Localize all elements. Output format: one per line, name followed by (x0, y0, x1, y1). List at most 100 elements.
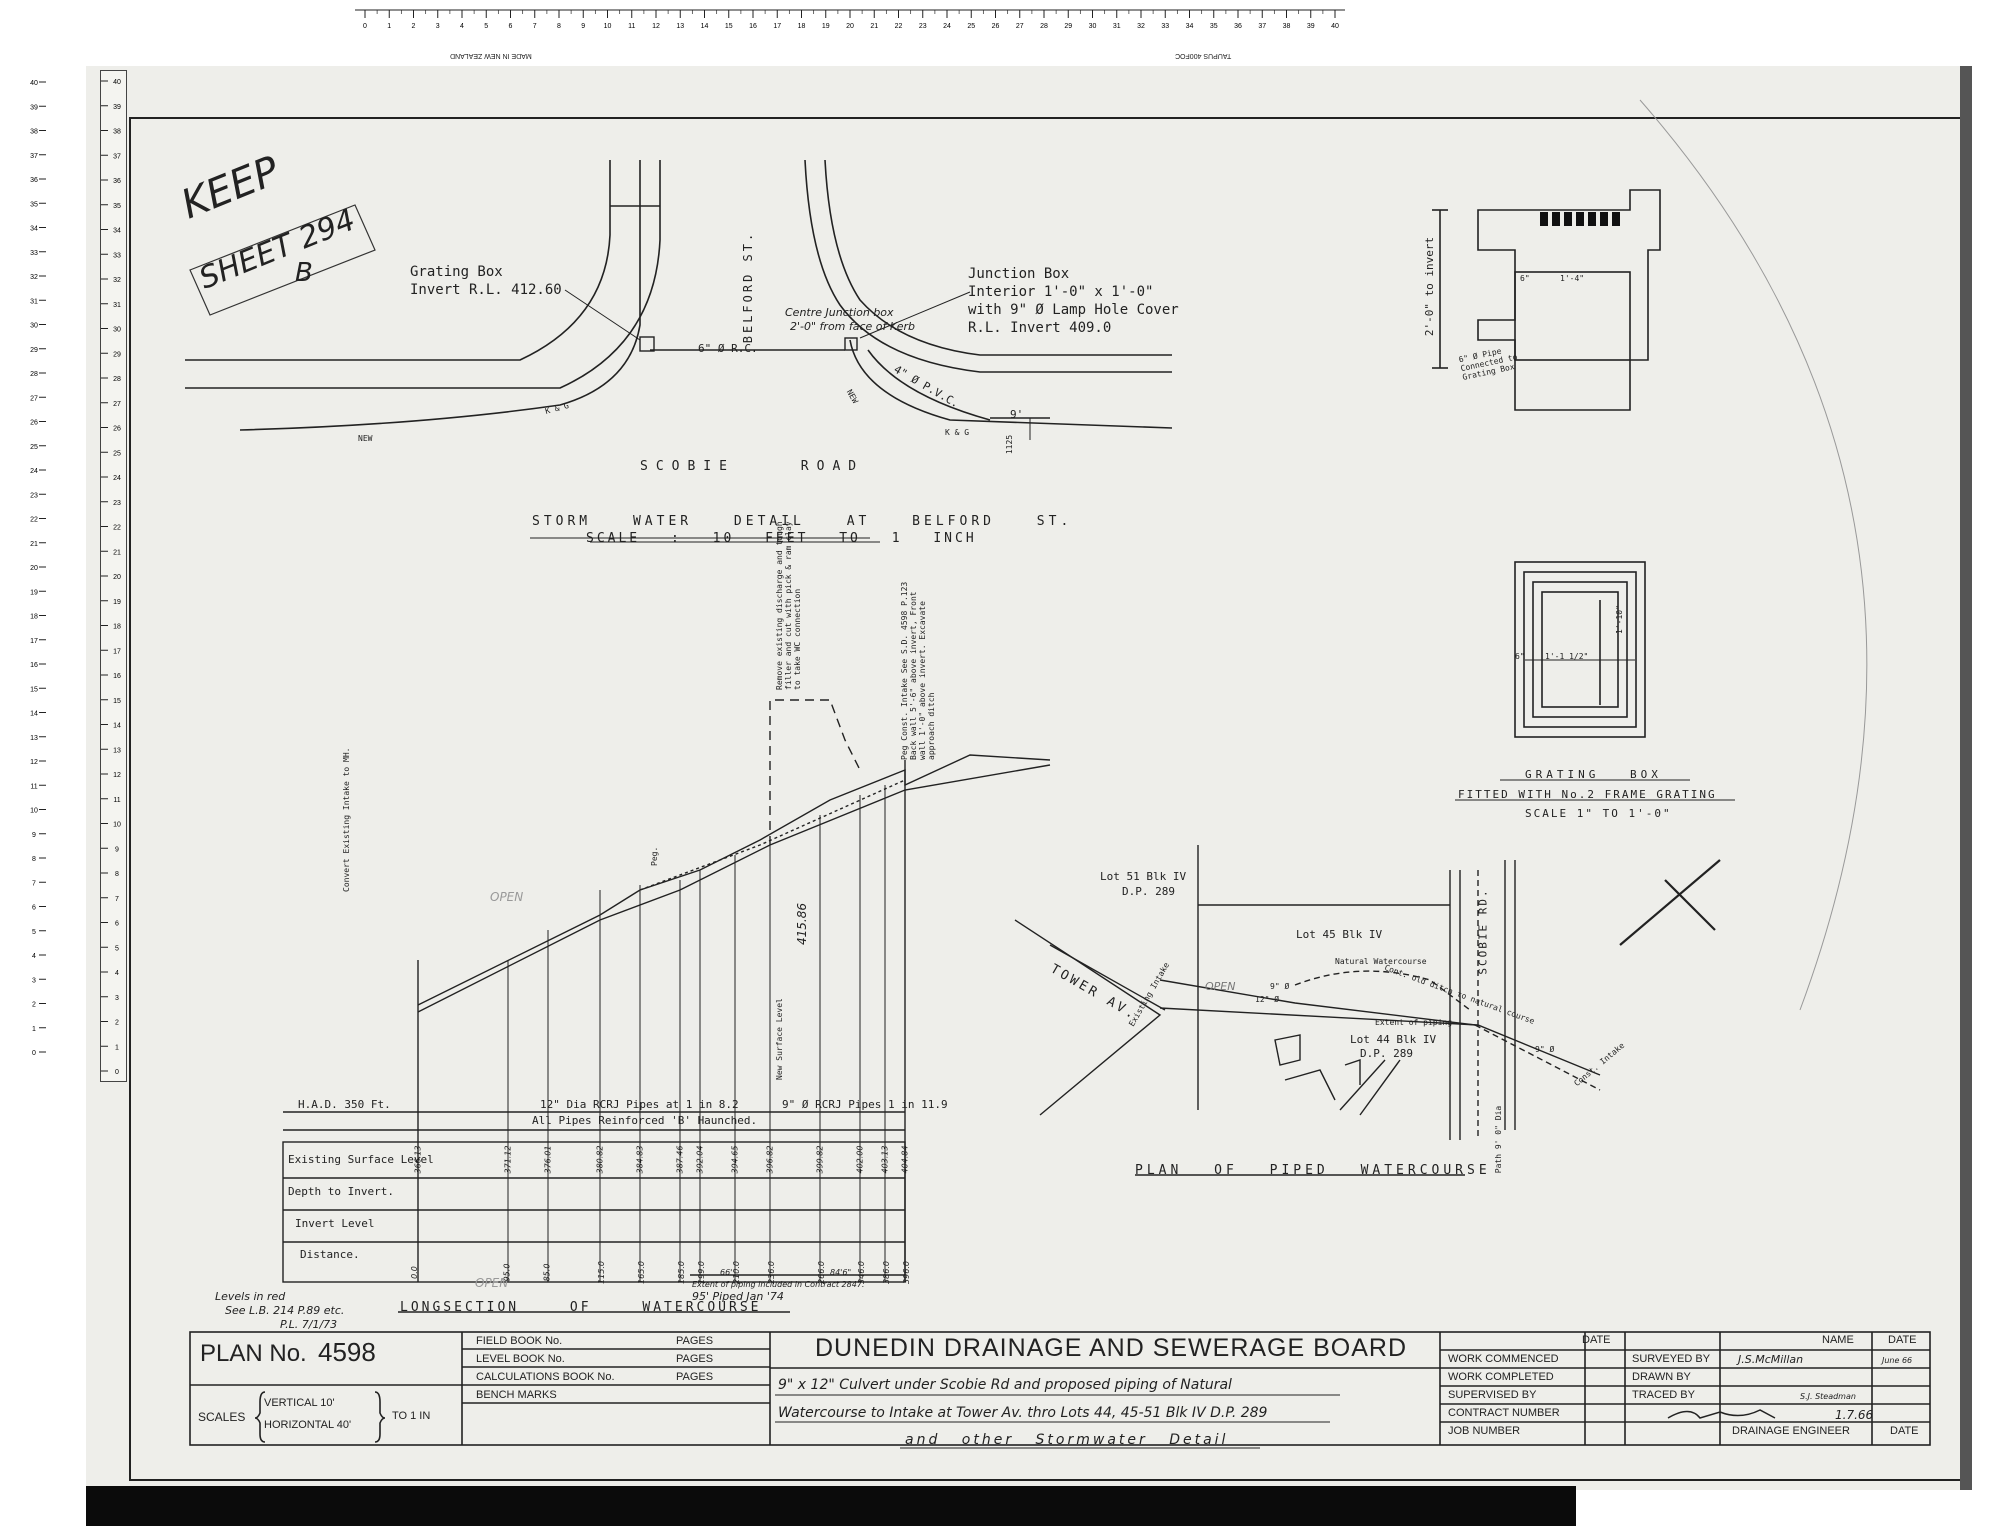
top-ruler-label: 4 (460, 23, 464, 30)
distance-cell: 185.0 (676, 1261, 686, 1284)
lot-44-dp: D.P. 289 (1360, 1047, 1413, 1060)
remove-discharge-note: Remove existing discharge and tough fill… (775, 521, 802, 690)
pipe-dia-2: 9" Ø (1270, 982, 1290, 991)
side-ruler-thin-label: 37 (30, 153, 38, 160)
top-ruler-label: 25 (967, 23, 975, 30)
surface-level-cell: 376.01 (543, 1145, 553, 1174)
scobie-rd-label: SCOBIE RD. (1476, 888, 1490, 975)
side-ruler-label: 33 (113, 252, 121, 259)
surface-level-cell: 403.13 (880, 1145, 890, 1174)
bench-marks-label: BENCH MARKS (476, 1389, 557, 1401)
junction-box-label: Junction Box (968, 266, 1070, 282)
top-ruler-label: 11 (628, 23, 635, 30)
lot-44-label: Lot 44 Blk IV (1350, 1033, 1437, 1046)
tracer-name: S.J. Steadman (1800, 1392, 1856, 1401)
top-ruler-label: 26 (992, 23, 1000, 30)
side-ruler-label: 32 (113, 277, 121, 284)
side-ruler-label: 34 (113, 228, 121, 235)
side-ruler-label: 22 (113, 525, 121, 532)
side-ruler-thin-label: 36 (30, 177, 38, 184)
drawn-by-label: DRAWN BY (1632, 1371, 1691, 1383)
side-ruler-label: 0 (115, 1069, 119, 1076)
side-ruler-thin-label: 33 (30, 250, 38, 257)
distance-cell: 236.0 (766, 1261, 776, 1284)
pipe-dia-3: 9" Ø (1535, 1045, 1555, 1054)
peg-const-intake-note: Peg Const. Intake See S.D. 4598 P.123 Ba… (900, 581, 936, 760)
grating-plan-inner-height: 1'-10" (1614, 605, 1624, 634)
engineer-label: DRAINAGE ENGINEER (1732, 1425, 1850, 1437)
sign-date: 1.7.66 (1835, 1408, 1874, 1422)
top-ruler-label: 30 (1089, 23, 1097, 30)
horizontal-scale: HORIZONTAL 40' (264, 1419, 352, 1431)
top-ruler-label: 21 (870, 23, 878, 30)
lot-51-label: Lot 51 Blk IV (1100, 870, 1187, 883)
surface-level-cell: 396.82 (765, 1145, 775, 1174)
new-kerb-label-1: NEW (358, 434, 373, 443)
distance-cell: 210.0 (731, 1261, 741, 1284)
work-completed-label: WORK COMPLETED (1448, 1371, 1554, 1383)
top-ruler-label: 0 (363, 23, 367, 30)
scobie-road-label: SCOBIE ROAD (640, 459, 865, 474)
side-ruler-label: 8 (115, 871, 119, 878)
scale-to-inch: TO 1 IN (392, 1410, 431, 1422)
convert-intake-note: Convert Existing Intake to MH. (342, 747, 351, 893)
natural-watercourse-label: Natural Watercourse (1335, 957, 1427, 966)
level-book-label: LEVEL BOOK No. (476, 1353, 565, 1365)
side-ruler-thin-label: 15 (30, 686, 38, 693)
survey-date: June 66 (1882, 1356, 1913, 1365)
side-ruler-thin-label: 18 (30, 614, 38, 621)
side-ruler-thin-label: 10 (30, 808, 38, 815)
side-ruler-label: 2 (115, 1020, 119, 1027)
drawing-title-line-2: Watercourse to Intake at Tower Av. thro … (778, 1405, 1268, 1421)
side-ruler-label: 36 (113, 178, 121, 185)
side-ruler-thin-label: 1 (32, 1026, 36, 1033)
pipe-rc-label: 6" Ø R.C. (698, 342, 758, 355)
side-ruler-label: 5 (115, 945, 119, 952)
field-book-label: FIELD BOOK No. (476, 1335, 563, 1347)
name-header: NAME (1822, 1334, 1854, 1346)
belford-street-label: BELFORD ST. (741, 230, 756, 344)
side-ruler-thin-label: 16 (30, 662, 38, 669)
side-ruler-label: 11 (113, 797, 120, 804)
side-ruler-label: 23 (113, 500, 121, 507)
pipes-reinforced-label: All Pipes Reinforced 'B' Haunched. (532, 1114, 758, 1127)
side-ruler-thin-label: 24 (30, 468, 38, 475)
side-ruler-thin-label: 29 (30, 347, 38, 354)
drawing-title-line-1: 9" x 12" Culvert under Scobie Rd and pro… (778, 1377, 1232, 1393)
ruler-brand-top: MADE IN NEW ZEALAND (450, 52, 532, 59)
work-commenced-label: WORK COMMENCED (1448, 1353, 1559, 1365)
dim-9ft: 9' (1010, 408, 1024, 421)
distance-cell: 346.0 (856, 1261, 866, 1284)
surface-level-cell: 404.84 (900, 1145, 910, 1174)
row-depth-invert: Depth to Invert. (288, 1185, 394, 1198)
junction-box-invert: R.L. Invert 409.0 (968, 320, 1112, 336)
stamp-letter: B (295, 258, 313, 288)
side-ruler-label: 16 (113, 673, 121, 680)
path-label: Path 9' 0" Dia (1494, 1105, 1504, 1174)
side-ruler-label: 9 (115, 846, 119, 853)
row-invert-level: Invert Level (295, 1217, 375, 1230)
side-ruler-label: 19 (113, 599, 121, 606)
distance-cell: 0.0 (409, 1266, 419, 1279)
levels-note-1: Levels in red (215, 1290, 286, 1303)
side-ruler-label: 1 (115, 1044, 119, 1051)
side-ruler-label: 24 (113, 475, 121, 482)
top-ruler-label: 3 (436, 23, 440, 30)
side-ruler-label: 40 (113, 79, 121, 86)
side-ruler-thin-label: 32 (30, 274, 38, 281)
side-ruler-label: 27 (113, 401, 121, 408)
pipes-12in-label: 12" Dia RCRJ Pipes at 1 in 8.2 (540, 1098, 739, 1111)
top-ruler-label: 28 (1040, 23, 1048, 30)
distance-cell: 386.0 (881, 1261, 891, 1284)
side-ruler-label: 20 (113, 574, 121, 581)
board-title: DUNEDIN DRAINAGE AND SEWERAGE BOARD (815, 1334, 1408, 1362)
top-ruler-label: 34 (1186, 23, 1194, 30)
side-ruler-thin-ticks: 4039383736353433323130292827262524232221… (30, 80, 46, 1057)
side-ruler-thin-label: 14 (30, 711, 38, 718)
top-ruler-label: 39 (1307, 23, 1315, 30)
surface-level-cell: 402.00 (855, 1145, 865, 1174)
side-ruler-thin-label: 7 (32, 880, 36, 887)
pipe-dia-1: 12" Ø (1255, 995, 1280, 1004)
top-ruler-label: 38 (1283, 23, 1291, 30)
